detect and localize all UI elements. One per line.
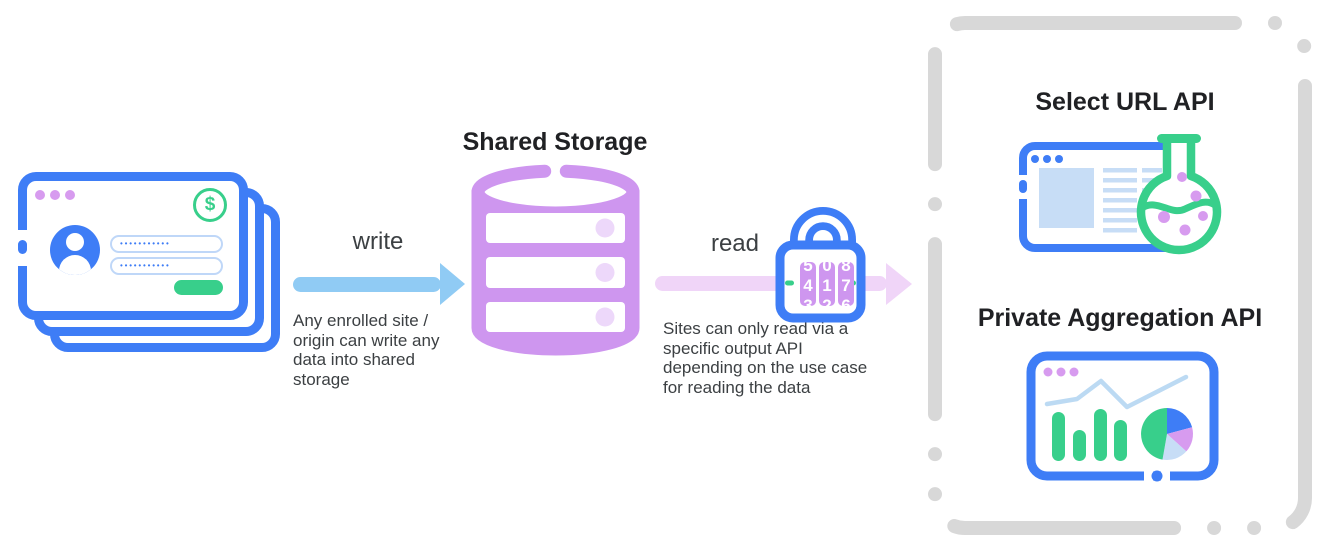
output-apis-container (928, 16, 1312, 535)
svg-text:0: 0 (822, 256, 831, 275)
window-controls-icon (35, 190, 75, 200)
svg-text:1: 1 (822, 276, 831, 295)
svg-text:2: 2 (822, 296, 831, 315)
window-controls-icon (1031, 155, 1063, 163)
select-url-api-title: Select URL API (1035, 88, 1215, 116)
dollar-icon: $ (193, 188, 227, 222)
combination-dials: 5 0 8 4 1 7 3 2 6 (800, 256, 854, 315)
password-field: ••••••••••• (110, 257, 223, 275)
shared-storage-title: Shared Storage (462, 128, 648, 156)
window-controls-icon (1043, 367, 1079, 377)
write-label: write (352, 228, 404, 255)
svg-text:6: 6 (841, 296, 850, 315)
pie-chart (1141, 408, 1193, 460)
svg-text:8: 8 (841, 256, 850, 275)
private-aggregation-api-title: Private Aggregation API (977, 304, 1263, 332)
database-rows (486, 213, 625, 332)
svg-text:5: 5 (803, 256, 812, 275)
submit-button-shape (174, 280, 223, 295)
line-chart (1044, 374, 1189, 410)
password-field: ••••••••••• (110, 235, 223, 253)
browser-window-front: $ ••••••••••• ••••••••••• (18, 172, 248, 320)
write-caption: Any enrolled site / origin can write any… (293, 311, 440, 389)
bar-chart (1052, 409, 1127, 461)
border-notch-dot (18, 240, 27, 254)
content-thumbnail (1039, 168, 1094, 228)
read-caption: Sites can only read via a specific outpu… (663, 319, 868, 397)
flask-icon (1136, 134, 1222, 255)
user-avatar (50, 225, 100, 275)
read-label: read (710, 230, 760, 257)
select-url-api-icon (1017, 134, 1222, 255)
svg-text:3: 3 (803, 296, 812, 315)
database-icon (471, 164, 640, 356)
svg-text:4: 4 (803, 276, 813, 295)
svg-text:7: 7 (841, 276, 850, 295)
padlock-icon: 5 0 8 4 1 7 3 2 6 (775, 207, 866, 323)
private-aggregation-api-icon (1026, 351, 1219, 483)
